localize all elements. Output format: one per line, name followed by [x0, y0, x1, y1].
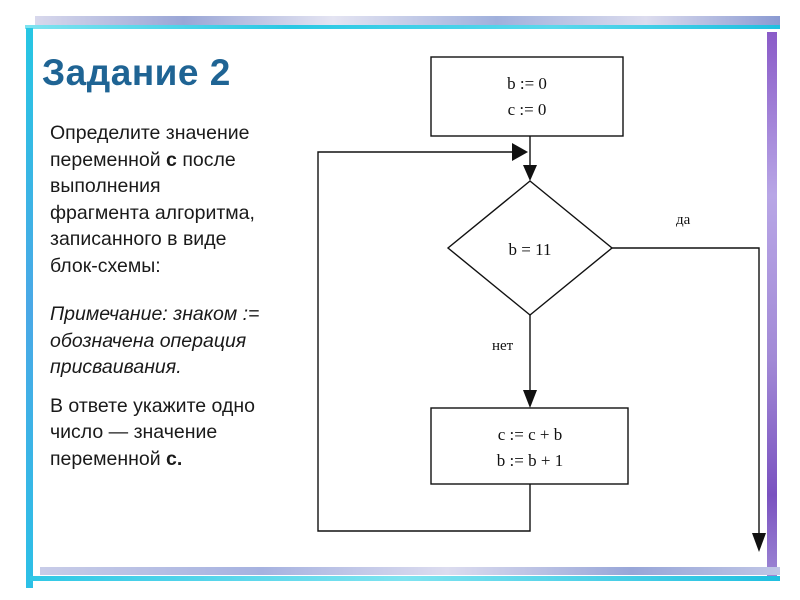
arrowhead-right [512, 143, 528, 161]
note-line: Примечание: знаком := [50, 303, 260, 325]
note-line: обозначена операция [50, 329, 247, 352]
condition-text: b = 11 [509, 240, 552, 259]
task-line: выполнения [50, 175, 161, 197]
task-line: Определите значение [50, 122, 250, 144]
task-paragraph: Определите значение переменной с после в… [50, 120, 318, 279]
task-line: блок-схемы: [50, 254, 161, 277]
slide-title: Задание 2 [42, 52, 231, 93]
arrowhead-down [523, 165, 537, 181]
bottom-decor-bar [40, 567, 780, 575]
task-line: переменной [50, 148, 167, 171]
body-line-2: b := b + 1 [497, 451, 563, 470]
top-decor-bar [35, 16, 780, 26]
task-text: Определите значение переменной с после в… [50, 120, 318, 472]
init-block [430, 56, 624, 137]
bottom-decor-line [30, 576, 780, 581]
task-line: фрагмента алгоритма, [50, 201, 255, 224]
init-line-2: c := 0 [508, 100, 547, 119]
answer-line: переменной [50, 447, 167, 470]
init-line-1: b := 0 [507, 74, 547, 93]
variable-name: с [166, 148, 177, 171]
task-line: записанного в виде [50, 228, 227, 250]
no-label: нет [492, 338, 514, 354]
yes-label: да [676, 212, 691, 228]
right-decor-bar [767, 32, 777, 577]
arrowhead-down [523, 390, 537, 408]
answer-paragraph: В ответе укажите одно число — значение п… [50, 393, 318, 473]
top-decor-line [25, 25, 780, 29]
variable-name: с. [166, 447, 183, 470]
body-line-1: c := c + b [498, 425, 563, 444]
note-paragraph: Примечание: знаком := обозначена операци… [50, 301, 318, 381]
task-line: после [176, 148, 236, 171]
arrowhead-down [752, 533, 766, 552]
answer-line: В ответе укажите одно [50, 394, 255, 417]
left-decor-bar [26, 28, 33, 588]
answer-line: число — значение [50, 421, 218, 443]
note-line: присваивания. [50, 356, 182, 378]
loop-back-line [317, 151, 531, 532]
arrow-yes-branch [612, 247, 760, 535]
loop-body-block [430, 407, 629, 485]
